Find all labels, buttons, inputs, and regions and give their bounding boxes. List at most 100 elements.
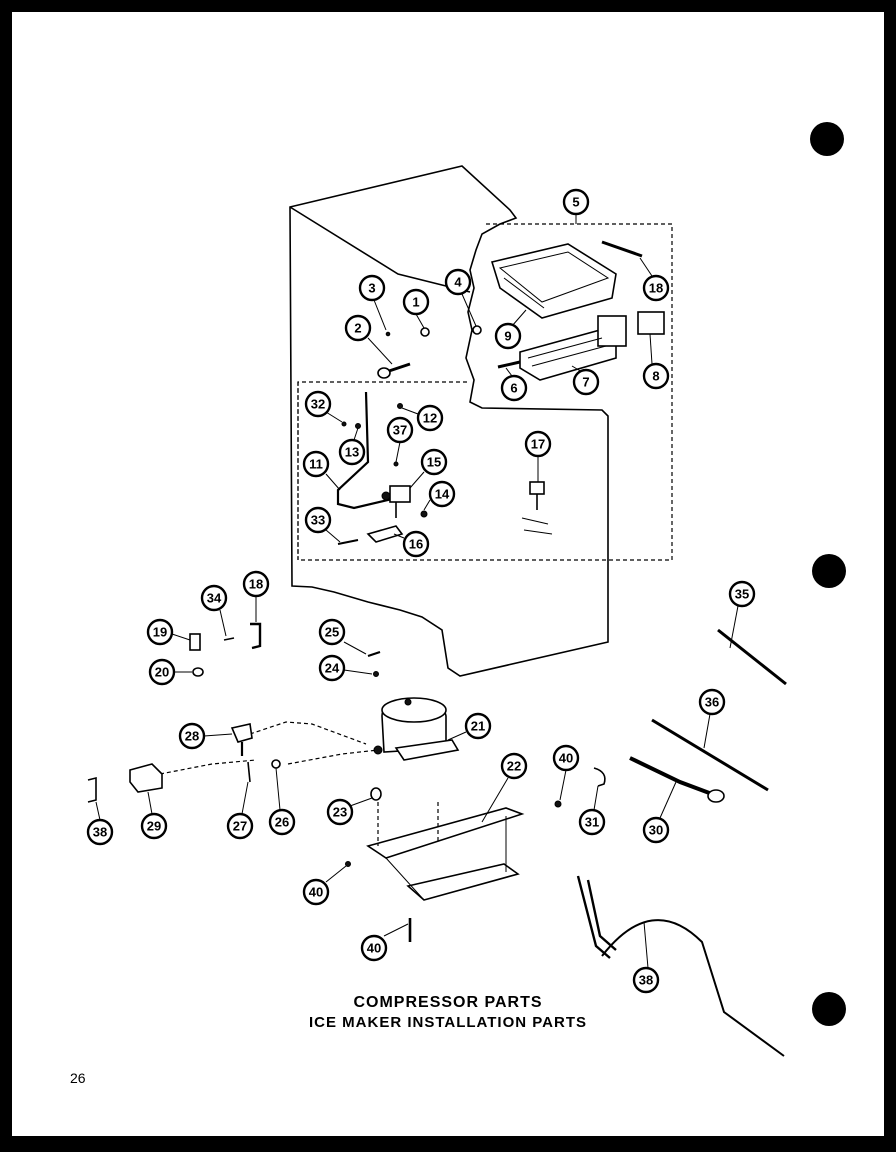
callout-40c: 40 [360, 923, 409, 962]
svg-text:9: 9 [504, 329, 511, 344]
svg-text:15: 15 [427, 455, 441, 470]
svg-text:40: 40 [309, 885, 323, 900]
svg-text:32: 32 [311, 397, 325, 412]
callout-28: 28 [178, 722, 233, 750]
callout-20: 20 [148, 658, 192, 686]
svg-text:14: 14 [435, 487, 450, 502]
callout-21: 21 [447, 712, 492, 741]
caption-title: COMPRESSOR PARTS [353, 994, 543, 1011]
svg-text:5: 5 [572, 195, 579, 210]
svg-text:17: 17 [531, 437, 545, 452]
cabinet-outline [289, 165, 609, 677]
svg-text:4: 4 [454, 275, 462, 290]
screw-34 [337, 539, 359, 545]
svg-text:8: 8 [652, 369, 659, 384]
callout-4: 4 [444, 268, 477, 327]
ice-maker-boundary [297, 223, 673, 561]
callout-40b: 40 [302, 865, 347, 906]
callout-18: 18 [242, 570, 270, 622]
callout-5: 5 [562, 188, 590, 224]
svg-text:2: 2 [354, 321, 361, 336]
cord-37 [651, 718, 769, 792]
callout-35: 34 [200, 584, 228, 637]
wiring-harness [159, 721, 379, 775]
screw-3 [385, 331, 391, 337]
screw-38a [393, 461, 399, 467]
relay-28 [230, 723, 253, 756]
svg-text:36: 36 [705, 695, 719, 710]
svg-text:38: 38 [639, 973, 653, 988]
binder-hole-bottom [812, 992, 846, 1026]
callout-1: 1 [402, 288, 430, 329]
callout-17: 17 [524, 430, 552, 482]
callout-3: 3 [358, 274, 387, 331]
fill-tube [377, 362, 411, 379]
bracket-18 [250, 622, 262, 650]
valve-17 [521, 481, 553, 535]
grommet-20 [192, 667, 204, 677]
svg-text:24: 24 [325, 661, 340, 676]
svg-text:20: 20 [155, 665, 169, 680]
clip-13 [355, 423, 361, 429]
svg-text:7: 7 [582, 375, 589, 390]
svg-text:3: 3 [368, 281, 375, 296]
terminal-cover [129, 763, 163, 793]
callout-2: 2 [344, 314, 393, 365]
callout-39: 38 [632, 921, 660, 994]
svg-text:38: 38 [93, 825, 107, 840]
callout-19b: 19 [146, 618, 191, 646]
tube-31 [629, 756, 725, 803]
clip-26 [271, 759, 281, 769]
clamp-12 [397, 403, 403, 409]
clamp-32 [593, 767, 606, 787]
svg-text:29: 29 [147, 819, 161, 834]
callout-38a: 37 [386, 416, 414, 463]
svg-text:23: 23 [333, 805, 347, 820]
svg-text:21: 21 [471, 719, 485, 734]
screw-40a [554, 800, 562, 808]
screw-25 [367, 650, 381, 658]
callout-11: 11 [302, 450, 341, 491]
water-valve [381, 485, 411, 518]
callout-16: 16 [393, 530, 430, 558]
screw-40b [345, 861, 351, 867]
shaft-19 [601, 240, 643, 258]
callout-24: 24 [318, 654, 373, 682]
caption-subtitle: ICE MAKER INSTALLATION PARTS [309, 1014, 587, 1031]
callout-6: 6 [500, 367, 528, 402]
binder-hole-middle [812, 554, 846, 588]
callout-29: 29 [140, 791, 168, 840]
plate-8 [637, 311, 665, 335]
callout-22: 22 [481, 752, 528, 823]
svg-text:22: 22 [507, 759, 521, 774]
callout-8: 8 [642, 333, 670, 390]
callout-31: 30 [642, 781, 677, 844]
svg-text:12: 12 [423, 411, 437, 426]
capacitor-19 [189, 633, 201, 651]
svg-text:26: 26 [275, 815, 289, 830]
callout-19a: 18 [639, 257, 670, 302]
nut-24 [373, 671, 379, 677]
grommet-23 [370, 787, 382, 801]
svg-text:33: 33 [311, 513, 325, 528]
svg-text:19: 19 [153, 625, 167, 640]
binder-hole-top [810, 122, 844, 156]
svg-text:18: 18 [649, 281, 663, 296]
compressor-base [366, 802, 525, 901]
svg-text:40: 40 [367, 941, 381, 956]
washer-1 [420, 327, 430, 337]
cord-36 [717, 628, 787, 686]
nut-14 [420, 510, 428, 518]
callout-34: 33 [304, 506, 341, 543]
callout-15: 15 [409, 448, 448, 489]
callout-12: 12 [401, 404, 444, 432]
screw-33 [341, 421, 347, 427]
diagram-sheet: 1 2 3 4 5 6 7 8 9 18 32 13 12 37 11 15 1… [12, 12, 884, 1136]
svg-text:16: 16 [409, 537, 423, 552]
exploded-parts-diagram: 1 2 3 4 5 6 7 8 9 18 32 13 12 37 11 15 1… [86, 165, 787, 1057]
callout-9: 9 [494, 309, 527, 350]
svg-text:18: 18 [249, 577, 263, 592]
grommet-4 [472, 325, 482, 335]
ice-bucket [490, 243, 617, 319]
callout-25: 25 [318, 618, 367, 655]
